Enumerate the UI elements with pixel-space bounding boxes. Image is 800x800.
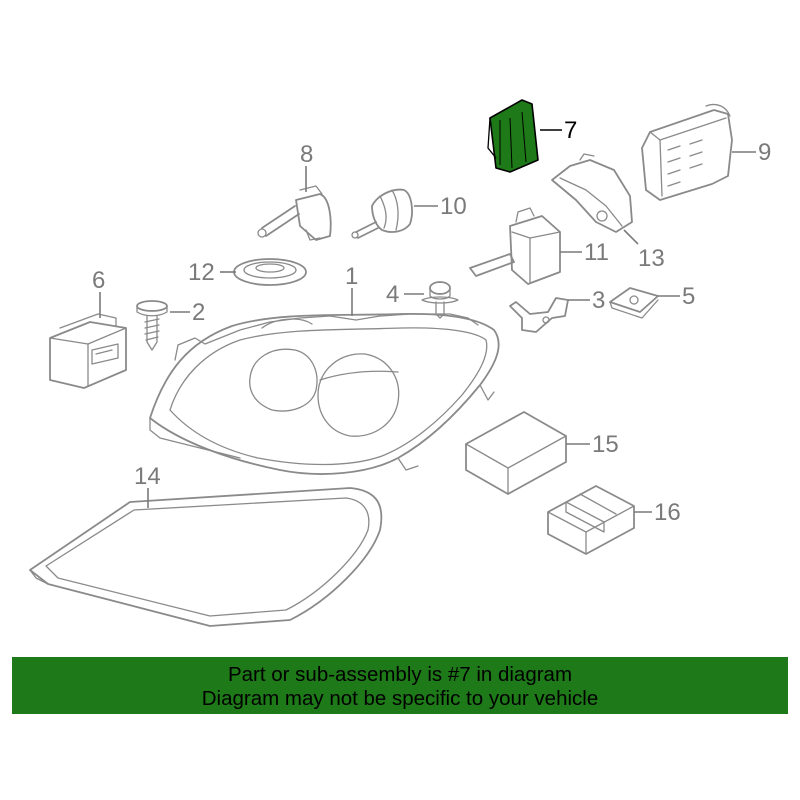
part-1-headlight-housing[interactable] xyxy=(149,312,500,475)
callout-4: 4 xyxy=(386,281,399,308)
callout-2: 2 xyxy=(192,299,205,326)
part-5-clip-nut[interactable] xyxy=(609,287,659,319)
callout-14: 14 xyxy=(134,463,161,490)
callout-9: 9 xyxy=(758,139,771,166)
callout-7: 7 xyxy=(564,117,577,144)
callout-12: 12 xyxy=(188,259,215,286)
banner-line-1: Part or sub-assembly is #7 in diagram xyxy=(227,663,573,686)
callout-1: 1 xyxy=(345,263,358,290)
banner-line-2: Diagram may not be specific to your vehi… xyxy=(201,687,599,710)
part-6-ballast[interactable] xyxy=(49,313,127,389)
part-13-bracket[interactable] xyxy=(551,153,633,233)
callout-8: 8 xyxy=(300,141,313,168)
part-8-bulb[interactable] xyxy=(257,185,332,241)
part-11-motor[interactable] xyxy=(469,207,561,285)
callout-10: 10 xyxy=(440,193,467,220)
callout-5: 5 xyxy=(682,283,695,310)
part-10-bulb-socket[interactable] xyxy=(351,188,413,239)
part-15-foam-block[interactable] xyxy=(465,411,567,495)
part-14-lens[interactable] xyxy=(29,487,383,627)
part-7-module-highlighted[interactable] xyxy=(487,99,539,173)
part-3-bracket[interactable] xyxy=(509,297,569,333)
callout-13: 13 xyxy=(638,245,665,272)
part-9-adjuster[interactable] xyxy=(641,103,733,201)
info-banner: Part or sub-assembly is #7 in diagram Di… xyxy=(12,657,788,714)
part-4-bolt[interactable] xyxy=(421,281,459,319)
leader-lines xyxy=(99,129,756,513)
callout-15: 15 xyxy=(592,431,619,458)
part-16-foam-pad[interactable] xyxy=(547,485,635,555)
callout-11: 11 xyxy=(584,239,609,266)
callout-16: 16 xyxy=(654,499,681,526)
leader-13 xyxy=(623,229,639,245)
part-2-screw[interactable] xyxy=(136,300,168,351)
part-12-grommet[interactable] xyxy=(233,258,307,286)
callout-3: 3 xyxy=(592,287,605,314)
callout-6: 6 xyxy=(92,267,105,294)
callout-labels: 1 2 3 4 5 6 7 8 9 10 11 12 13 14 15 16 xyxy=(92,117,771,526)
